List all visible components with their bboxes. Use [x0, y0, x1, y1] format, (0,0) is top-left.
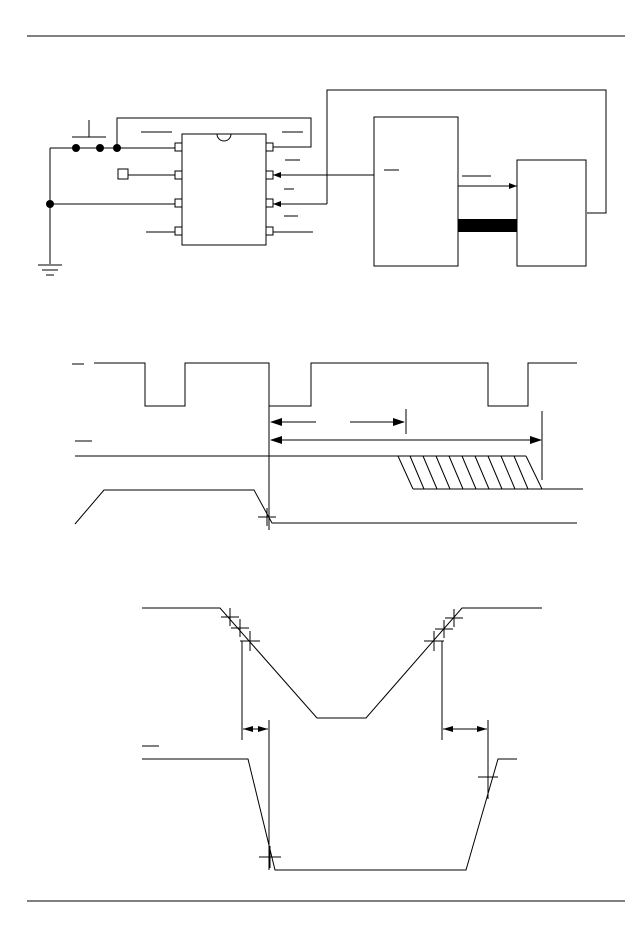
- ic-notch: [216, 133, 232, 142]
- ic-pin-7: [265, 170, 274, 180]
- pin8-loop-wire: [116, 117, 312, 148]
- left-crossing-marker-1: [221, 608, 239, 626]
- ic-pin-4: [174, 226, 183, 236]
- top-loop-wire: [326, 89, 607, 214]
- long-interval-arrow-left-icon: [270, 436, 282, 444]
- pin2-terminal: [117, 168, 129, 180]
- transition-window: [409, 455, 529, 490]
- lower-left-crossing-marker: [259, 846, 281, 868]
- left-crossing-marker-2: [231, 619, 249, 637]
- short-interval-arrow-left-icon: [270, 418, 282, 426]
- lower-waveform: [142, 758, 517, 871]
- transition-diagram: [142, 607, 542, 871]
- switch-node-right: [96, 144, 104, 152]
- signal3-trapezoid: [74, 489, 577, 525]
- long-interval-arrow-right-icon: [530, 436, 542, 444]
- right-interval-arrow-left-icon: [443, 726, 453, 732]
- pin6-arrow-icon: [273, 201, 281, 207]
- ground-icon: [38, 264, 62, 276]
- control-arrow-icon: [509, 183, 517, 189]
- left-crossing-marker-3: [240, 631, 260, 651]
- short-interval-arrow-right-icon: [393, 418, 405, 426]
- pin7-arrow-icon: [273, 172, 281, 178]
- controller-block: [373, 116, 459, 267]
- left-interval-arrow-right-icon: [258, 726, 268, 732]
- hatch-right-edge: [525, 455, 543, 490]
- hatch-left-edge: [397, 455, 414, 490]
- signal3-crossing-marker: [258, 508, 276, 526]
- ic-body: [181, 133, 267, 246]
- timing-diagram: [72, 362, 583, 530]
- data-bus-bar: [458, 219, 517, 232]
- ic-pin-8: [265, 142, 274, 152]
- peripheral-block: [516, 159, 587, 267]
- right-crossing-marker-2: [435, 620, 453, 638]
- ic-pin-3: [174, 198, 183, 208]
- upper-waveform: [142, 607, 542, 719]
- ic-pin-6: [265, 198, 274, 208]
- signal1-pulse-train: [94, 362, 577, 407]
- ic-right-pins: [265, 142, 274, 236]
- ic-pin-2: [174, 170, 183, 180]
- right-crossing-marker-1: [424, 631, 444, 651]
- right-crossing-marker-3: [445, 609, 463, 627]
- left-interval-arrow-left-icon: [243, 726, 253, 732]
- ic-left-pins: [174, 142, 183, 236]
- right-interval-arrow-right-icon: [477, 726, 487, 732]
- ic-pin-1: [174, 142, 183, 152]
- lower-right-crossing-marker: [478, 767, 498, 799]
- ic-pin-5: [265, 226, 274, 236]
- circuit-schematic: [38, 89, 607, 276]
- switch-node-left: [72, 144, 80, 152]
- push-button-switch-icon: [72, 120, 106, 138]
